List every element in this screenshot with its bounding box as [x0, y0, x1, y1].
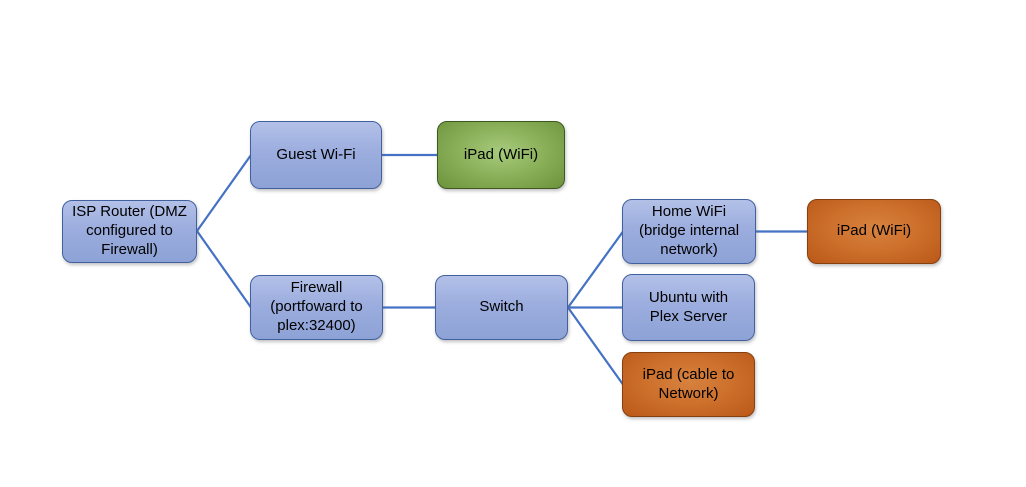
node-ipad-guest-wifi: iPad (WiFi)	[437, 121, 565, 189]
connector-switch-to-ipad-cable	[566, 306, 625, 386]
connector-isp-to-guest-wifi	[195, 153, 253, 233]
node-guest-wifi: Guest Wi-Fi	[250, 121, 382, 189]
node-ubuntu-plex-server: Ubuntu with Plex Server	[622, 274, 755, 341]
node-ipad-home-wifi: iPad (WiFi)	[807, 199, 941, 264]
node-firewall: Firewall (portfoward to plex:32400)	[250, 275, 383, 340]
node-home-wifi: Home WiFi (bridge internal network)	[622, 199, 756, 264]
node-switch: Switch	[435, 275, 568, 340]
node-ipad-cable-network: iPad (cable to Network)	[622, 352, 755, 417]
node-isp-router: ISP Router (DMZ configured to Firewall)	[62, 200, 197, 263]
connector-isp-to-firewall	[195, 229, 253, 309]
connector-switch-to-home-wifi	[566, 230, 625, 309]
